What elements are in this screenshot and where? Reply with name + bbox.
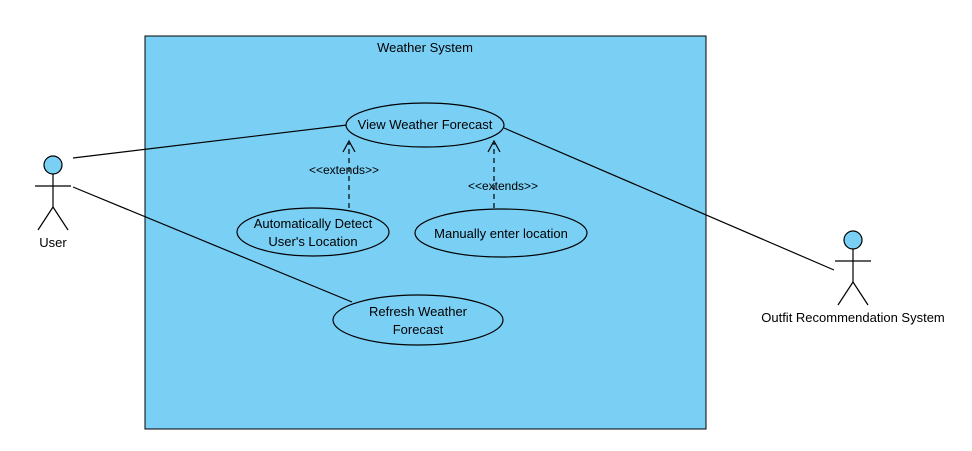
actor-user-label: User [39, 235, 67, 250]
use-case-refresh-forecast[interactable]: Refresh Weather Forecast [332, 294, 504, 346]
actor-user-head-icon [43, 155, 63, 175]
actor-outfit-label: Outfit Recommendation System [761, 310, 945, 325]
actor-user[interactable]: User [35, 155, 71, 250]
assoc-user-view-forecast [72, 124, 348, 159]
actor-outfit-head-icon [843, 230, 863, 250]
extends-manual-label: <<extends>> [468, 179, 538, 193]
system-title: Weather System [377, 40, 473, 55]
actor-outfit-recommendation-system[interactable]: Outfit Recommendation System [761, 230, 945, 325]
use-case-manual-location-label: Manually enter location [434, 226, 568, 241]
use-case-refresh-label-line2: Forecast [393, 322, 444, 337]
assoc-outfit-view-forecast [503, 127, 835, 271]
use-case-auto-detect-label-line2: User's Location [268, 234, 357, 249]
use-case-refresh-label-line1: Refresh Weather [369, 304, 468, 319]
use-case-manual-location[interactable]: Manually enter location [414, 208, 588, 258]
assoc-user-refresh [72, 186, 353, 303]
use-case-auto-detect[interactable]: Automatically Detect User's Location [236, 207, 390, 257]
use-case-view-forecast[interactable]: View Weather Forecast [345, 102, 505, 148]
extends-auto-detect-label: <<extends>> [309, 163, 379, 177]
use-case-view-forecast-label: View Weather Forecast [358, 117, 493, 132]
extends-auto-detect-arrowhead [342, 139, 356, 153]
use-case-auto-detect-label-line1: Automatically Detect [254, 216, 373, 231]
extends-manual-arrowhead [487, 139, 501, 153]
